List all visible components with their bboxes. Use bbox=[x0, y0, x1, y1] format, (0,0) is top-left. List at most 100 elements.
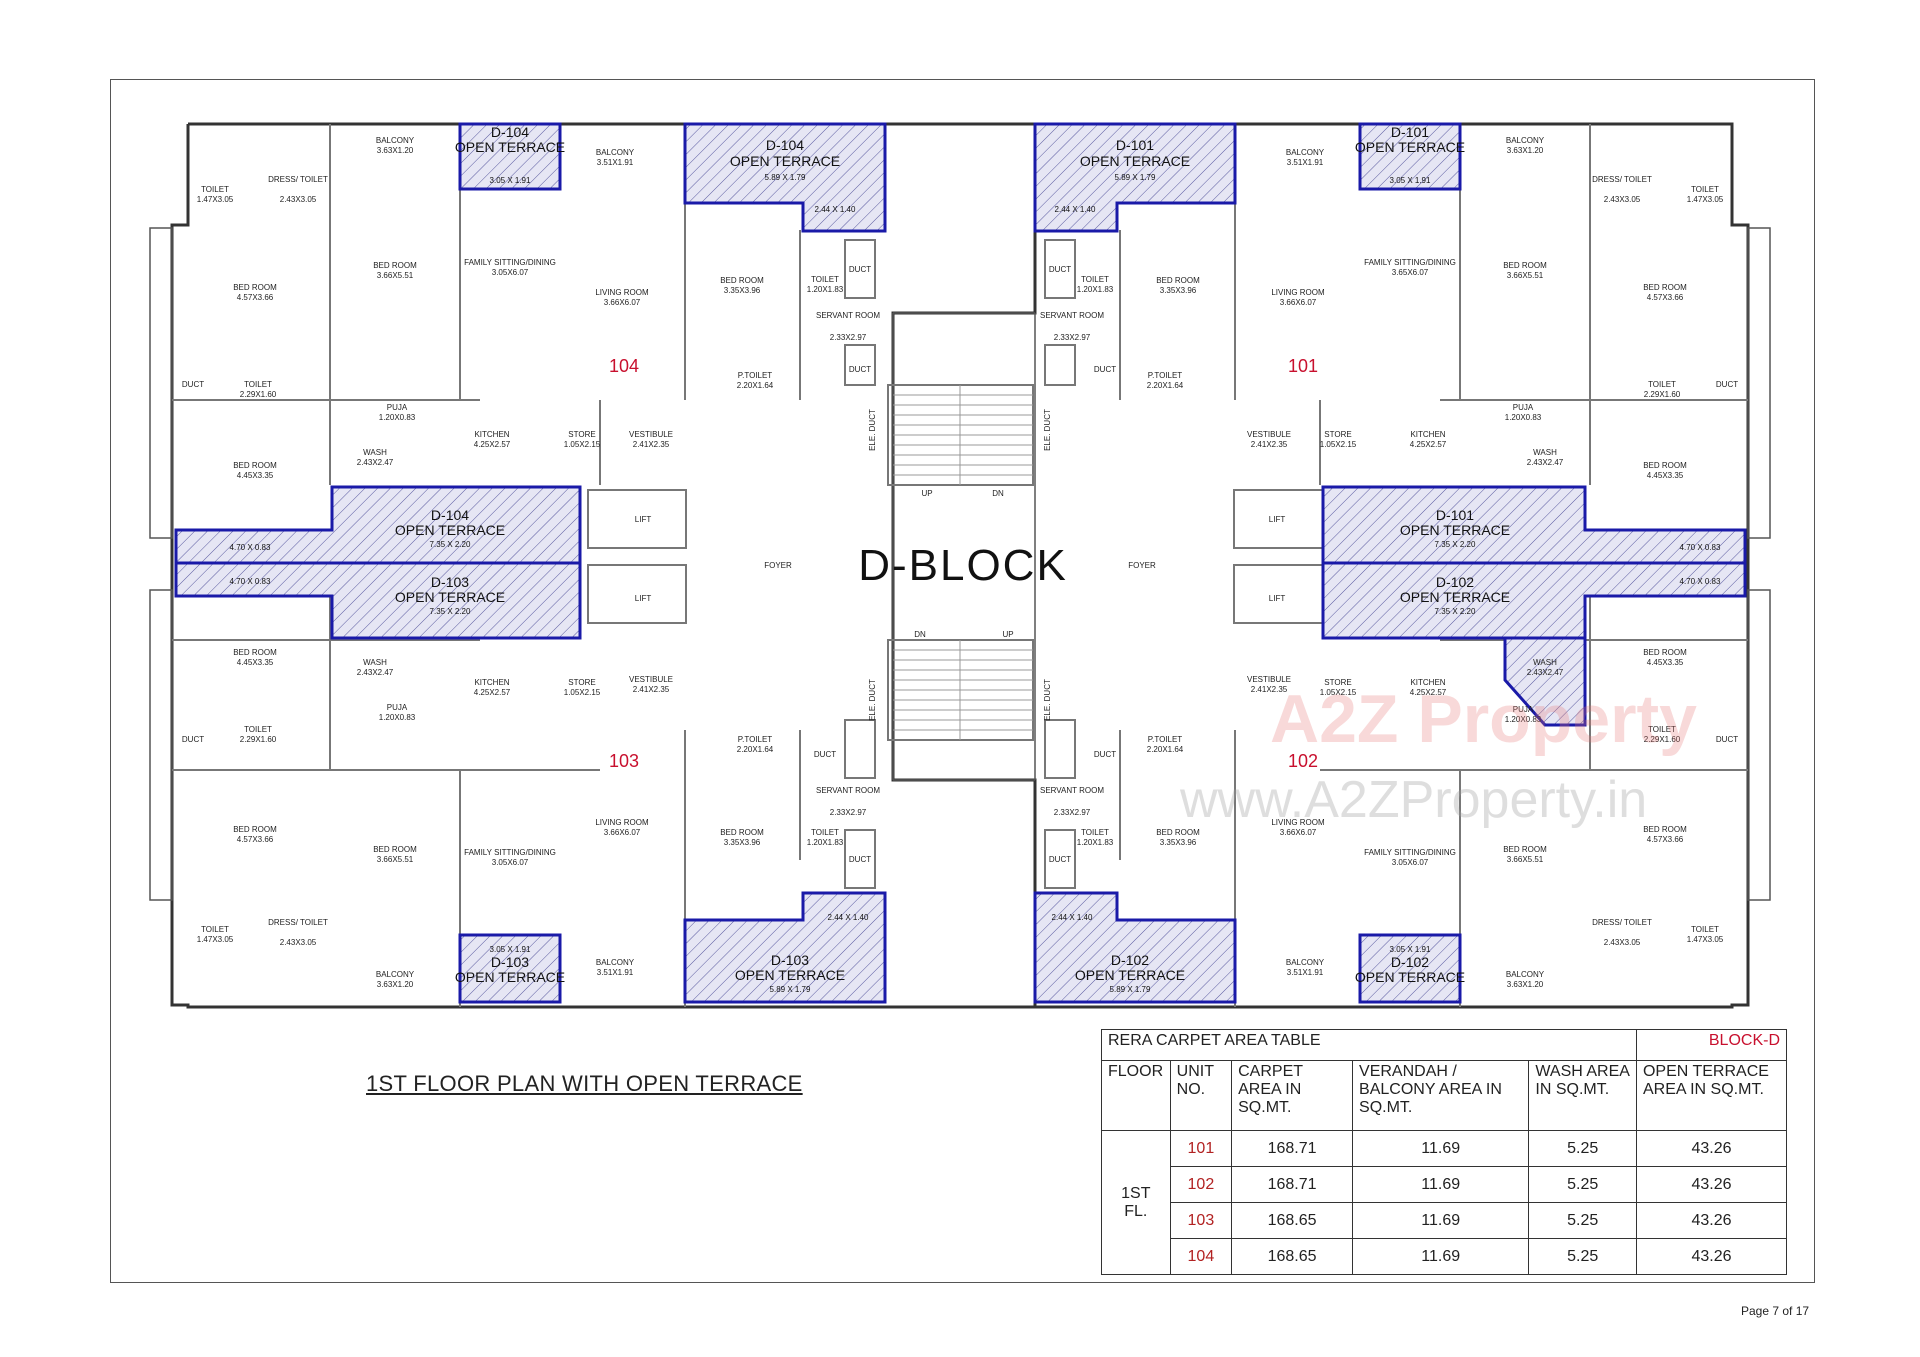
room-label: BALCONY bbox=[1506, 136, 1545, 145]
room-label: FAMILY SITTING/DINING bbox=[1364, 848, 1456, 857]
room-label: TOILET bbox=[244, 380, 272, 389]
room-label: BED ROOM bbox=[233, 461, 277, 470]
terrace-label: OPEN TERRACE bbox=[395, 522, 505, 538]
room-dim: 2.33X2.97 bbox=[830, 808, 867, 817]
room-label: TOILET bbox=[1691, 925, 1719, 934]
terrace-dim: 4.70 X 0.83 bbox=[230, 543, 271, 552]
unit-number-101: 101 bbox=[1288, 356, 1318, 376]
stair-up: UP bbox=[921, 489, 932, 498]
terrace-cell: 43.26 bbox=[1635, 1202, 1788, 1239]
room-dim: 2.29X1.60 bbox=[1644, 735, 1681, 744]
terrace-name: D-102 bbox=[1391, 954, 1429, 970]
terrace-dim: 3.05 X 1.91 bbox=[1390, 176, 1431, 185]
room-label: ELE. DUCT bbox=[1043, 679, 1052, 721]
room-label: BED ROOM bbox=[1643, 461, 1687, 470]
terrace-label: OPEN TERRACE bbox=[395, 589, 505, 605]
unit-number-102: 102 bbox=[1288, 751, 1318, 771]
room-dim: 1.05X2.15 bbox=[1320, 440, 1357, 449]
room-label: LIVING ROOM bbox=[595, 288, 649, 297]
room-dim: 3.35X3.96 bbox=[1160, 838, 1197, 847]
room-label: DUCT bbox=[182, 735, 204, 744]
room-label: LIVING ROOM bbox=[595, 818, 649, 827]
terrace-dim: 5.89 X 1.79 bbox=[1110, 985, 1151, 994]
terrace-name: D-102 bbox=[1436, 574, 1474, 590]
floor-plan-title: 1ST FLOOR PLAN WITH OPEN TERRACE bbox=[366, 1071, 803, 1096]
room-dim: 3.65X6.07 bbox=[1392, 268, 1429, 277]
terrace-name: D-104 bbox=[491, 124, 529, 140]
room-label: DUCT bbox=[1094, 750, 1116, 759]
room-dim: 4.57X3.66 bbox=[237, 293, 274, 302]
room-label: P.TOILET bbox=[1148, 371, 1183, 380]
room-dim: 2.43X3.05 bbox=[1604, 938, 1641, 947]
room-label: FOYER bbox=[764, 561, 792, 570]
unit-number-103: 103 bbox=[609, 751, 639, 771]
terrace-cell: 43.26 bbox=[1635, 1238, 1788, 1275]
room-label: FOYER bbox=[1128, 561, 1156, 570]
room-label: BED ROOM bbox=[373, 261, 417, 270]
room-dim: 4.45X3.35 bbox=[237, 471, 274, 480]
room-label: LIVING ROOM bbox=[1271, 818, 1325, 827]
room-label: DUCT bbox=[814, 750, 836, 759]
room-label: WASH bbox=[1533, 658, 1557, 667]
terrace-dim: 7.35 X 2.20 bbox=[430, 607, 471, 616]
room-dim: 1.47X3.05 bbox=[1687, 195, 1724, 204]
terrace-label: OPEN TERRACE bbox=[1400, 522, 1510, 538]
carpet-cell: 168.71 bbox=[1231, 1130, 1354, 1167]
terrace-dim: 4.70 X 0.83 bbox=[230, 577, 271, 586]
terrace-d101-top-small bbox=[1358, 122, 1462, 191]
terrace-name: D-101 bbox=[1391, 124, 1429, 140]
room-dim: 2.43X3.05 bbox=[280, 195, 317, 204]
table-row: 104 168.65 11.69 5.25 43.26 bbox=[1102, 1238, 1788, 1275]
room-dim: 2.41X2.35 bbox=[1251, 440, 1288, 449]
room-label: DUCT bbox=[1716, 380, 1738, 389]
room-dim: 1.05X2.15 bbox=[564, 688, 601, 697]
wash-cell: 5.25 bbox=[1528, 1202, 1637, 1239]
terrace-d103-bot-small bbox=[458, 933, 562, 1004]
room-label: BALCONY bbox=[596, 958, 635, 967]
room-dim: 3.66X5.51 bbox=[377, 855, 414, 864]
room-dim: 2.29X1.60 bbox=[240, 390, 277, 399]
room-label: KITCHEN bbox=[1410, 430, 1445, 439]
room-dim: 2.20X1.64 bbox=[737, 381, 774, 390]
room-dim: 4.25X2.57 bbox=[474, 688, 511, 697]
terrace-dim: 3.05 X 1.91 bbox=[490, 945, 531, 954]
room-dim: 2.20X1.64 bbox=[1147, 745, 1184, 754]
room-label: WASH bbox=[363, 448, 387, 457]
table-row: 103 168.65 11.69 5.25 43.26 bbox=[1102, 1202, 1788, 1239]
room-label: KITCHEN bbox=[1410, 678, 1445, 687]
room-dim: 1.20X1.83 bbox=[1077, 838, 1114, 847]
unit-number-104: 104 bbox=[609, 356, 639, 376]
carpet-cell: 168.65 bbox=[1231, 1238, 1354, 1275]
room-dim: 2.41X2.35 bbox=[633, 685, 670, 694]
terrace-d103-mid bbox=[174, 561, 582, 640]
terrace-label: OPEN TERRACE bbox=[735, 967, 845, 983]
terrace-d102-mid bbox=[1321, 561, 1747, 640]
room-dim: 2.43X2.47 bbox=[1527, 668, 1564, 677]
room-dim: 4.25X2.57 bbox=[1410, 688, 1447, 697]
room-dim: 3.51X1.91 bbox=[1287, 968, 1324, 977]
room-dim: 4.25X2.57 bbox=[474, 440, 511, 449]
room-label: BED ROOM bbox=[1503, 261, 1547, 270]
room-label: PUJA bbox=[1513, 403, 1534, 412]
terrace-cell: 43.26 bbox=[1635, 1166, 1788, 1203]
room-label: TOILET bbox=[1648, 725, 1676, 734]
wash-cell: 5.25 bbox=[1528, 1130, 1637, 1167]
column-header: OPEN TERRACE AREA IN SQ.MT. bbox=[1635, 1060, 1788, 1131]
drawing-frame bbox=[110, 79, 1815, 1283]
room-dim: 2.41X2.35 bbox=[1251, 685, 1288, 694]
room-label: BED ROOM bbox=[1503, 845, 1547, 854]
room-dim: 3.05X6.07 bbox=[492, 858, 529, 867]
room-label: PUJA bbox=[387, 403, 408, 412]
room-dim: 2.20X1.64 bbox=[737, 745, 774, 754]
room-dim: 2.33X2.97 bbox=[1054, 333, 1091, 342]
room-label: TOILET bbox=[1648, 380, 1676, 389]
room-label: DRESS/ TOILET bbox=[1592, 918, 1652, 927]
unit-cell: 103 bbox=[1169, 1202, 1233, 1239]
terrace-name: D-102 bbox=[1111, 952, 1149, 968]
terrace-d103-bot-big bbox=[683, 891, 887, 1004]
terrace-dim: 2.44 X 1.40 bbox=[828, 913, 869, 922]
room-dim: 2.43X2.47 bbox=[357, 668, 394, 677]
room-dim: 1.20X0.83 bbox=[379, 413, 416, 422]
room-dim: 3.51X1.91 bbox=[597, 968, 634, 977]
terrace-label: OPEN TERRACE bbox=[455, 139, 565, 155]
